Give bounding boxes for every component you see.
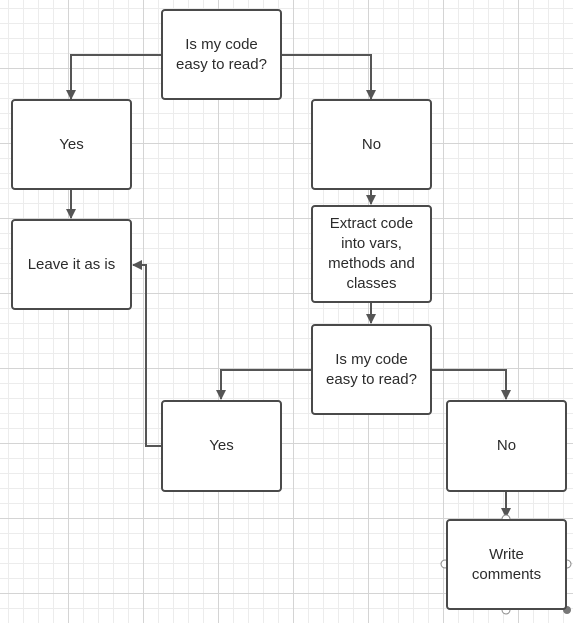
- node-write-comments[interactable]: Write comments: [446, 519, 567, 610]
- node-leave-it-as-is[interactable]: Leave it as is: [11, 219, 132, 310]
- node-yes-2[interactable]: Yes: [161, 400, 282, 492]
- edge-question1-to-yes1: [66, 54, 161, 100]
- decision-node-question-2[interactable]: Is my code easy to read?: [311, 324, 432, 415]
- decision-node-question-1[interactable]: Is my code easy to read?: [161, 9, 282, 100]
- edge-question2-to-yes2: [216, 369, 311, 400]
- node-no-2[interactable]: No: [446, 400, 567, 492]
- edge-question2-to-no2: [431, 369, 511, 400]
- node-no-1[interactable]: No: [311, 99, 432, 190]
- edge-question1-to-no1: [281, 54, 376, 100]
- edge-yes2-to-leave: [132, 260, 161, 447]
- node-extract-code[interactable]: Extract code into vars, methods and clas…: [311, 205, 432, 303]
- node-yes-1[interactable]: Yes: [11, 99, 132, 190]
